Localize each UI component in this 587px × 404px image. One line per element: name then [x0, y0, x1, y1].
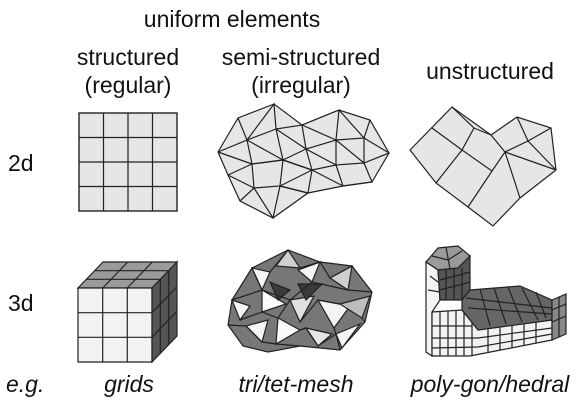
examples-prefix: e.g. [6, 371, 45, 397]
example-tri-tet-mesh: tri/tet-mesh [238, 371, 354, 397]
column-subheader-semi-structured: (irregular) [251, 72, 351, 98]
unstructured-2d-quad-mesh [409, 106, 557, 227]
column-header-semi-structured: semi-structured [221, 44, 381, 70]
column-header-structured: structured [76, 44, 180, 70]
semi-structured-2d-triangle-mesh [217, 102, 391, 220]
example-grids: grids [104, 371, 154, 397]
example-poly-gon-hedral: poly-gon/hedral [410, 371, 570, 397]
row-label-2d: 2d [8, 150, 34, 176]
semi-structured-3d-tet-mesh [227, 248, 373, 353]
row-label-3d: 3d [8, 290, 34, 316]
diagram-title: uniform elements [143, 6, 321, 32]
unstructured-3d-hex-mesh [425, 245, 567, 358]
structured-3d-cube [76, 260, 179, 364]
structured-2d-grid [78, 112, 178, 212]
column-header-unstructured: unstructured [426, 58, 554, 84]
column-subheader-structured: (regular) [84, 72, 172, 98]
